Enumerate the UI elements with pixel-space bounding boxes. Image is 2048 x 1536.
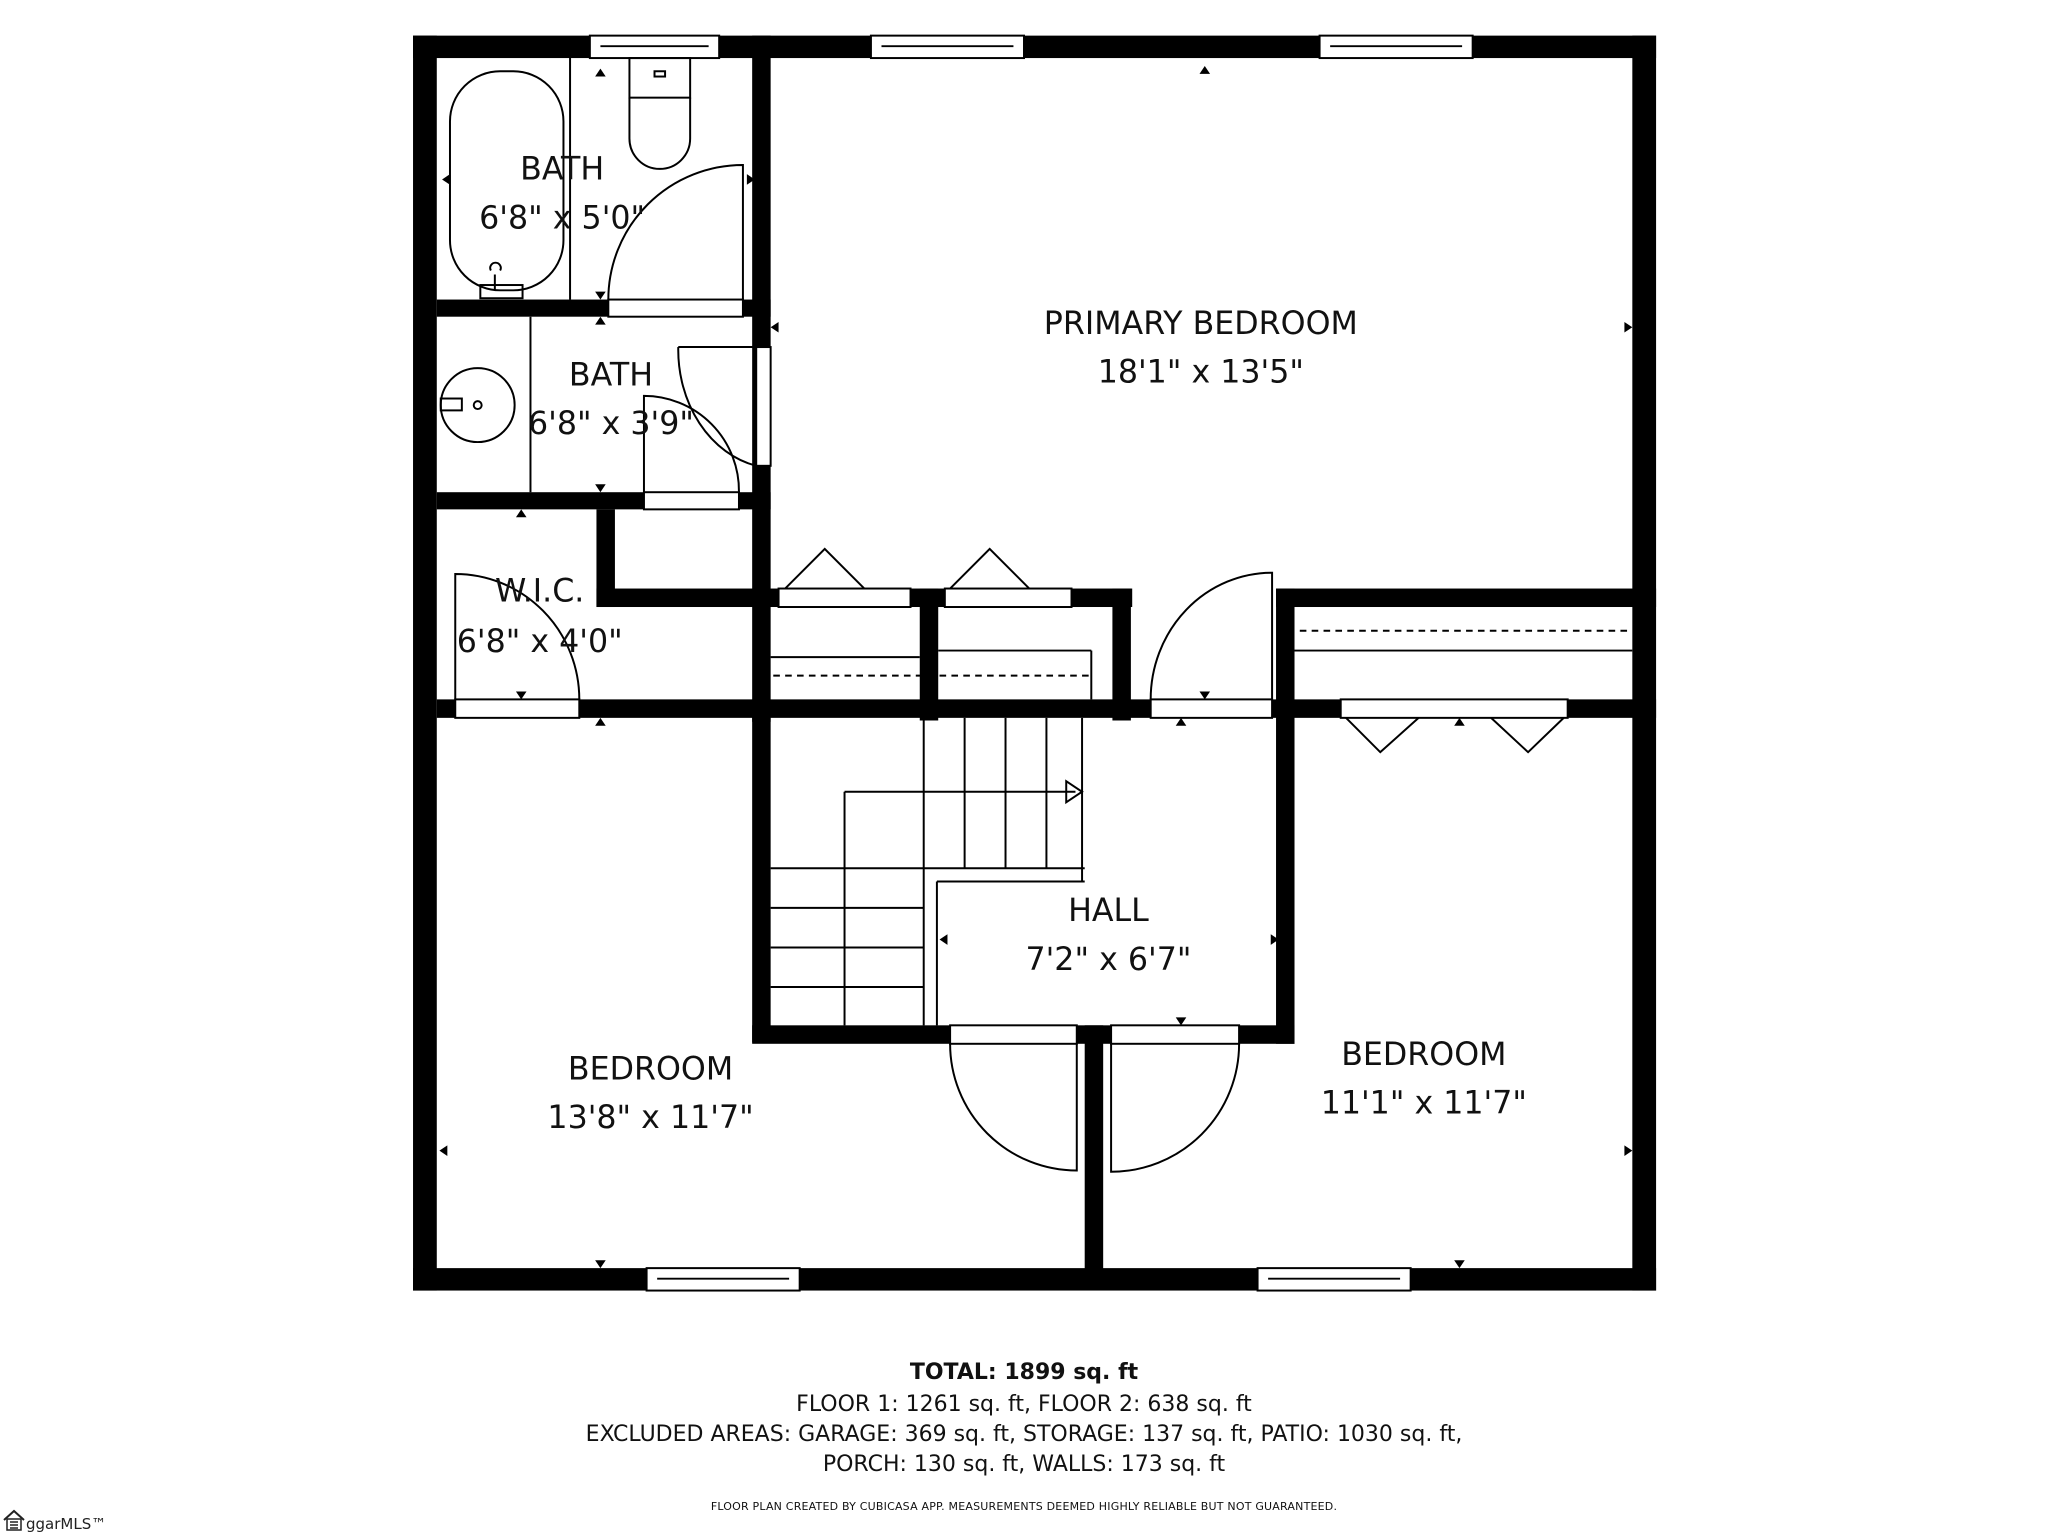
total-area: TOTAL: 1899 sq. ft xyxy=(909,1360,1139,1385)
room-dims-bedroom-right: 11'1" x 11'7" xyxy=(1321,1086,1527,1122)
room-labels: BATH 6'8" x 5'0" BATH 6'8" x 3'9" PRIMAR… xyxy=(457,151,1527,1136)
excluded-areas-line-2: PORCH: 130 sq. ft, WALLS: 173 sq. ft xyxy=(822,1452,1226,1477)
stairs xyxy=(770,717,1085,1026)
dimension-markers xyxy=(439,65,1633,1269)
excluded-areas-line-1: EXCLUDED AREAS: GARAGE: 369 sq. ft, STOR… xyxy=(585,1422,1463,1447)
room-name-hall: HALL xyxy=(1068,893,1149,929)
room-name-bedroom-left: BEDROOM xyxy=(568,1051,733,1087)
mls-logo: ggarMLS™ xyxy=(2,1508,106,1532)
logo-text: ggarMLS™ xyxy=(26,1515,107,1533)
windows xyxy=(588,34,1474,1292)
room-name-bath-1: BATH xyxy=(520,151,604,187)
room-dims-bath-2: 6'8" x 3'9" xyxy=(528,406,694,442)
room-name-bedroom-right: BEDROOM xyxy=(1341,1037,1506,1073)
room-dims-hall: 7'2" x 6'7" xyxy=(1025,942,1191,978)
room-dims-bath-1: 6'8" x 5'0" xyxy=(479,200,645,236)
room-name-bath-2: BATH xyxy=(569,357,653,393)
room-dims-wic: 6'8" x 4'0" xyxy=(457,624,623,660)
fixtures xyxy=(439,57,1633,700)
house-icon xyxy=(3,1509,25,1531)
room-name-primary-bedroom: PRIMARY BEDROOM xyxy=(1044,306,1358,342)
room-dims-bedroom-left: 13'8" x 11'7" xyxy=(547,1100,753,1136)
doors xyxy=(454,163,1569,1173)
room-dims-primary-bedroom: 18'1" x 13'5" xyxy=(1098,355,1304,391)
room-name-wic: W.I.C. xyxy=(495,574,584,610)
disclaimer: FLOOR PLAN CREATED BY CUBICASA APP. MEAS… xyxy=(710,1500,1338,1513)
floor-areas: FLOOR 1: 1261 sq. ft, FLOOR 2: 638 sq. f… xyxy=(796,1392,1252,1417)
